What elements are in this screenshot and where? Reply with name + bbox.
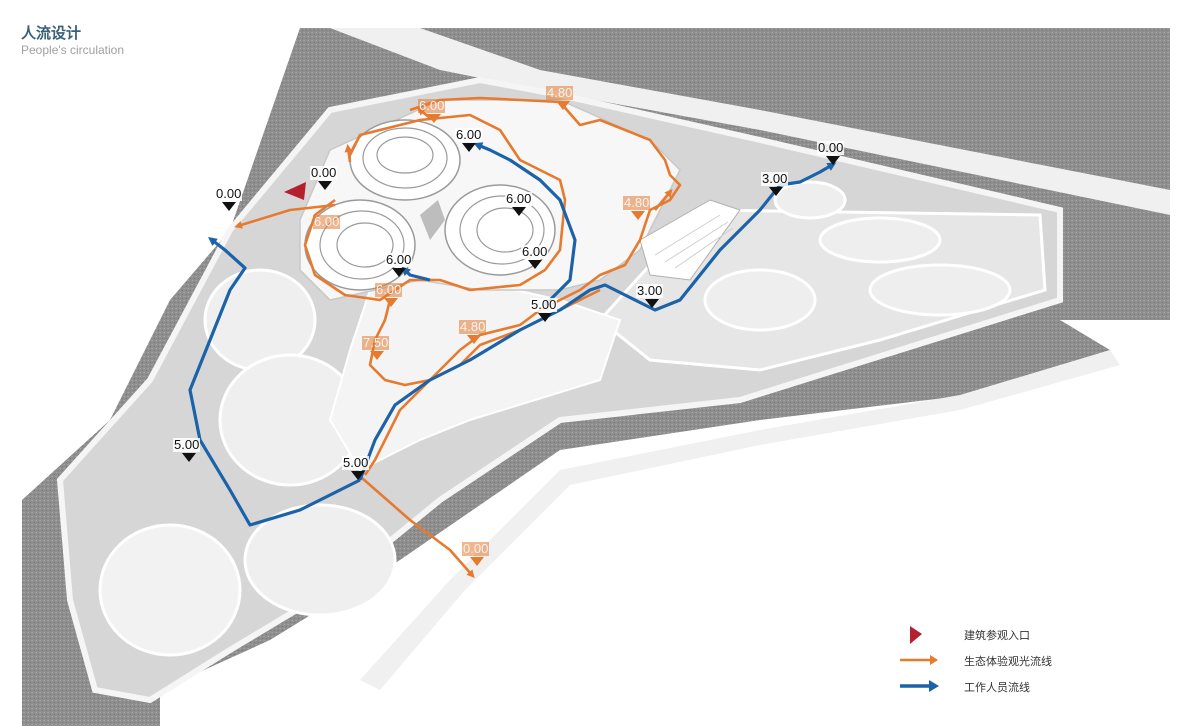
tourist-route-east bbox=[654, 188, 673, 211]
elev-marker bbox=[512, 207, 526, 216]
elev-marker bbox=[467, 335, 481, 344]
elev-label: 6.00 bbox=[418, 98, 446, 113]
elev-label: 0.00 bbox=[215, 186, 243, 201]
east-pond-d bbox=[868, 263, 1012, 317]
elev-label: 4.80 bbox=[459, 319, 487, 334]
east-pond-c bbox=[703, 268, 817, 332]
elev-label: 4.80 bbox=[546, 85, 574, 100]
elev-label: 3.00 bbox=[636, 283, 664, 298]
south-road bbox=[360, 350, 1120, 690]
plaza bbox=[328, 258, 622, 472]
elev-marker bbox=[826, 156, 840, 165]
legend-label-entrance: 建筑参观入口 bbox=[964, 629, 1030, 642]
page-subtitle: People's circulation bbox=[21, 43, 125, 57]
ne-road bbox=[330, 28, 1170, 215]
dome-west-inner-2 bbox=[336, 222, 394, 268]
east-hall-roof bbox=[654, 214, 734, 269]
dome-north-inner-1 bbox=[362, 127, 448, 189]
dome-west-inner-1 bbox=[319, 210, 405, 280]
elev-marker bbox=[427, 114, 441, 123]
elev-label: 0.00 bbox=[817, 140, 845, 155]
orange-arrow-icon bbox=[900, 655, 938, 665]
elev-marker bbox=[631, 211, 645, 220]
east-hall bbox=[639, 199, 741, 281]
tourist-route-up2 bbox=[344, 144, 353, 163]
dome-east-inner-2 bbox=[476, 207, 534, 253]
page-title: 人流设计 bbox=[21, 24, 82, 42]
elev-marker bbox=[462, 143, 476, 152]
title-block: 人流设计 People's circulation bbox=[21, 24, 124, 58]
tourist-route-west bbox=[234, 203, 336, 229]
elev-marker bbox=[392, 268, 406, 277]
tourist-route-exit bbox=[361, 477, 475, 579]
elev-label: 0.00 bbox=[310, 165, 338, 180]
elev-label: 5.00 bbox=[342, 455, 370, 470]
elev-marker bbox=[182, 453, 196, 462]
elev-marker bbox=[384, 298, 398, 307]
elev-label: 3.00 bbox=[761, 171, 789, 186]
east-pond-a bbox=[773, 180, 847, 220]
elev-marker bbox=[318, 181, 332, 190]
legend-label-staff: 工作人员流线 bbox=[964, 681, 1030, 694]
elev-label: 6.00 bbox=[455, 127, 483, 142]
dome-east-inner-1 bbox=[459, 195, 545, 265]
elev-label: 7.50 bbox=[362, 335, 390, 350]
elev-marker bbox=[351, 471, 365, 480]
legend-label-tourist: 生态体验观光流线 bbox=[964, 655, 1052, 668]
top-road bbox=[300, 28, 1170, 180]
entrance-marker bbox=[284, 182, 306, 200]
blue-arrow-icon bbox=[900, 680, 939, 692]
elev-label: 5.00 bbox=[530, 297, 558, 312]
elev-label: 6.00 bbox=[385, 252, 413, 267]
dome-center-connector bbox=[420, 200, 445, 240]
sw-lawn bbox=[98, 523, 242, 657]
elev-label: 4.80 bbox=[623, 195, 651, 210]
elev-marker bbox=[528, 260, 542, 269]
elev-label: 6.00 bbox=[375, 282, 403, 297]
elev-marker bbox=[470, 557, 484, 566]
elev-marker bbox=[370, 351, 384, 360]
elev-marker bbox=[222, 202, 236, 211]
staff-route-west bbox=[188, 236, 361, 527]
dome-north-inner-2 bbox=[376, 136, 434, 174]
entrance-triangle-icon bbox=[910, 626, 922, 644]
elev-marker bbox=[645, 299, 659, 308]
tourist-route-ring bbox=[303, 113, 567, 302]
east-pond-b bbox=[818, 216, 942, 264]
staff-route-spur bbox=[401, 266, 431, 282]
staff-route-loop bbox=[473, 142, 577, 307]
elev-label: 6.00 bbox=[313, 214, 341, 229]
elev-label: 0.00 bbox=[462, 541, 490, 556]
elev-label: 6.00 bbox=[505, 191, 533, 206]
elev-marker bbox=[769, 187, 783, 196]
elev-label: 5.00 bbox=[173, 437, 201, 452]
south-lawn bbox=[243, 503, 397, 617]
elev-marker bbox=[556, 101, 570, 110]
elev-label: 6.00 bbox=[521, 244, 549, 259]
elev-marker bbox=[538, 313, 552, 322]
